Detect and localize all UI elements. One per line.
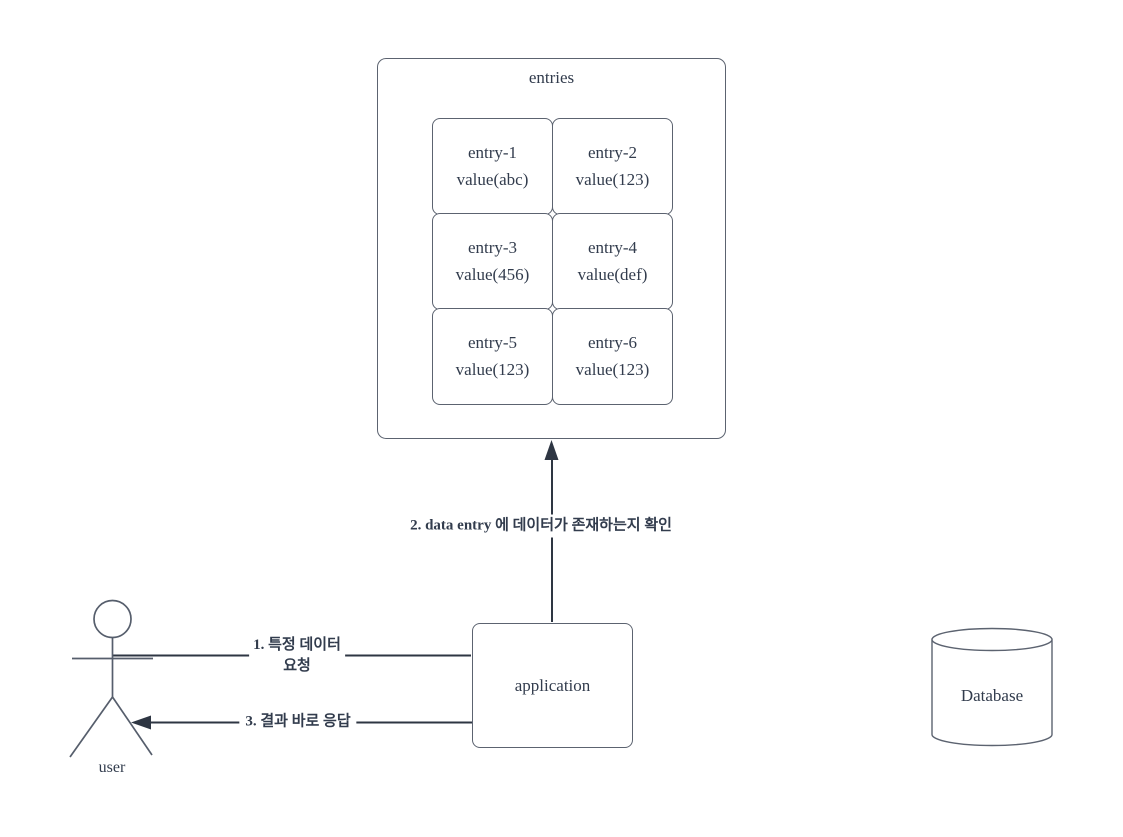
edge-label-request-line2: 요청 — [283, 658, 311, 674]
actor-right-leg — [111, 696, 153, 756]
entry-name: entry-6 — [587, 333, 638, 353]
edge-label-request: 1. 특정 데이터 요청 — [249, 634, 345, 678]
entry-value: value(abc) — [456, 169, 529, 189]
entry-box-1: entry-1 value(abc) — [432, 118, 553, 215]
actor-left-leg — [69, 696, 114, 758]
edge-label-request-line1: 1. 특정 데이터 — [253, 637, 341, 653]
database-cylinder-icon — [931, 627, 1053, 747]
user-actor-icon — [69, 599, 153, 758]
entry-name: entry-3 — [467, 238, 518, 258]
check-arrowhead-icon — [544, 440, 559, 460]
entry-value: value(123) — [575, 169, 650, 189]
entry-box-2: entry-2 value(123) — [552, 118, 673, 215]
entry-name: entry-2 — [587, 143, 638, 163]
entry-box-3: entry-3 value(456) — [432, 213, 553, 310]
cylinder-top — [931, 627, 1053, 652]
actor-head — [93, 599, 132, 639]
entry-box-4: entry-4 value(def) — [552, 213, 673, 310]
edge-label-response: 3. 결과 바로 응답 — [239, 710, 357, 734]
entries-group-title: entries — [528, 68, 575, 87]
user-label: user — [98, 759, 126, 776]
entry-box-5: entry-5 value(123) — [432, 308, 553, 405]
application-box: application — [472, 623, 633, 748]
entry-box-6: entry-6 value(123) — [552, 308, 673, 405]
entry-name: entry-5 — [467, 333, 518, 353]
edge-label-check: 2. data entry 에 데이터가 존재하는지 확인 — [404, 514, 678, 538]
application-label: application — [514, 675, 591, 695]
entry-name: entry-4 — [587, 238, 638, 258]
entry-value: value(def) — [577, 264, 648, 284]
response-arrowhead-icon — [131, 715, 151, 730]
entry-name: entry-1 — [467, 143, 518, 163]
entry-value: value(123) — [575, 359, 650, 379]
entry-value: value(456) — [455, 264, 530, 284]
entry-value: value(123) — [455, 359, 530, 379]
cylinder-body — [931, 639, 1053, 747]
database-label: Database — [960, 686, 1024, 705]
entries-grid: entry-1 value(abc) entry-2 value(123) en… — [432, 118, 673, 405]
